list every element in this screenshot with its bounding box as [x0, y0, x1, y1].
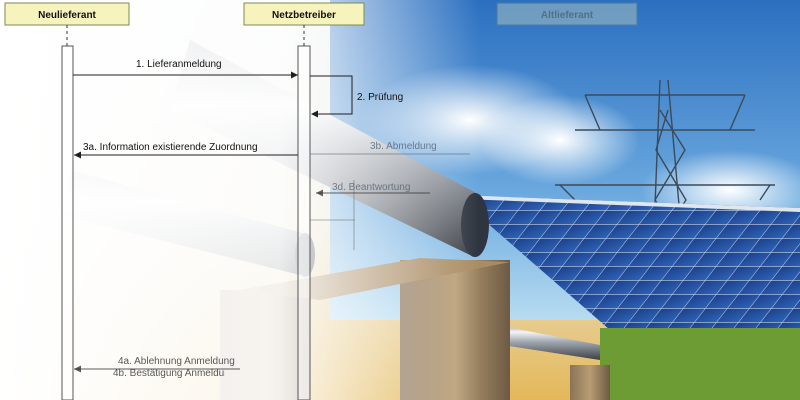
message-label-2: 2. Prüfung: [357, 92, 404, 103]
message-label-4b: 4b. Bestätigung Anmeldung: [113, 368, 225, 379]
message-label-3d: 3d. Beantwortung: [332, 182, 411, 193]
participant-label-2: Netzbetreiber: [272, 10, 336, 21]
message-label-3a: 3a. Information existierende Zuordnung: [83, 142, 258, 153]
participant-label-1: Neulieferant: [38, 10, 96, 21]
participant-box-altlieferant: [496, 2, 638, 26]
message-arrow-1-head: [291, 71, 298, 79]
participant-label-3: Altlieferant: [541, 10, 594, 21]
message-label-1: 1. Lieferanmeldung: [136, 59, 222, 70]
message-arrow-2-head: [311, 110, 318, 118]
message-arrow-3d-head: [316, 189, 323, 197]
activation-bar-neulieferant: [61, 45, 74, 400]
message-label-3b: 3b. Abmeldung: [370, 141, 437, 152]
activation-bar-netzbetreiber: [297, 45, 311, 400]
sequence-diagram: Neulieferant Netzbetreiber Altlieferant: [4, 2, 638, 400]
message-arrow-3a-head: [74, 151, 81, 159]
message-arrow-2: [310, 75, 353, 115]
message-label-4a: 4a. Ablehnung Anmeldung: [118, 356, 235, 367]
message-arrow-4a-head: [74, 365, 81, 373]
